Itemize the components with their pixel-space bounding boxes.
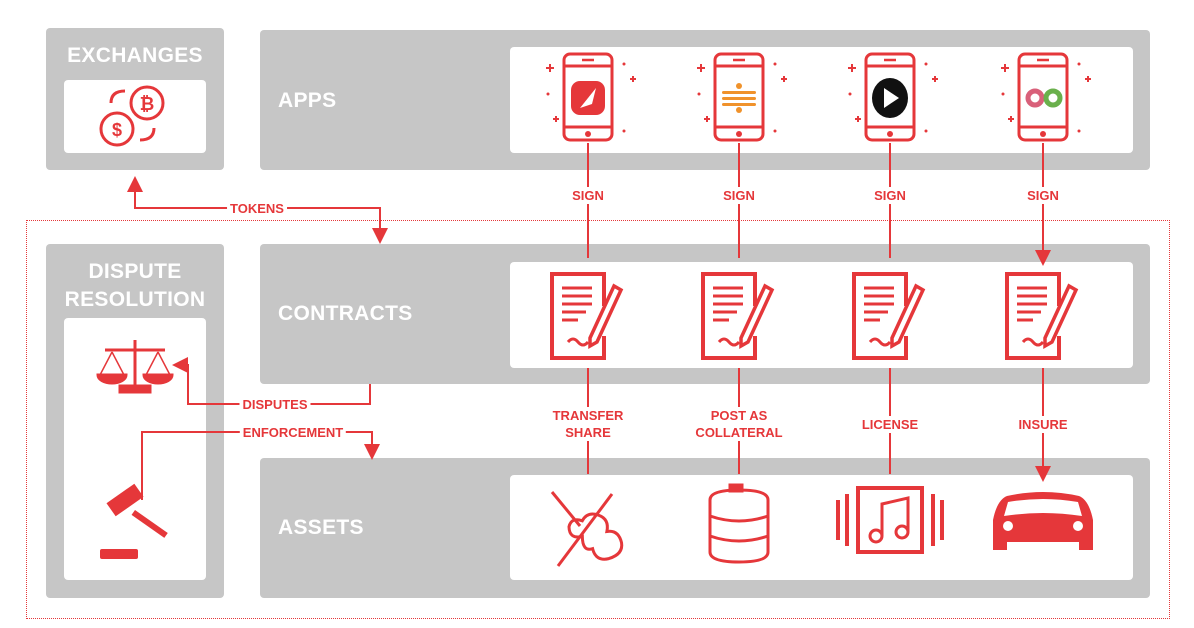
sign-label: SIGN	[569, 187, 607, 204]
tokens-label: TOKENS	[227, 200, 287, 217]
svg-text:$: $	[112, 120, 122, 140]
contracts-card	[510, 262, 1133, 368]
violin-icon	[550, 491, 624, 567]
co-app-icon	[1025, 88, 1063, 108]
car-icon	[993, 492, 1093, 550]
action-label-post-as-collateral: POST AS COLLATERAL	[692, 407, 786, 441]
assets-title: ASSETS	[278, 516, 364, 539]
dispute-title-line1: DISPUTE	[88, 260, 182, 283]
action-line1: POST AS	[710, 408, 768, 423]
gavel-icon	[100, 483, 168, 559]
action-label-license: LICENSE	[858, 416, 922, 433]
sign-label: SIGN	[1024, 187, 1062, 204]
music-album-icon	[836, 486, 944, 554]
scales-icon	[96, 340, 174, 394]
exchanges-title: EXCHANGES	[67, 44, 203, 67]
sign-label: SIGN	[720, 187, 758, 204]
exchange-coins-icon: ₿ $	[99, 85, 165, 147]
contract-icons	[550, 272, 1078, 360]
enforcement-label: ENFORCEMENT	[239, 424, 347, 441]
exchanges-panel: EXCHANGES	[46, 28, 224, 170]
phone-icons	[544, 52, 1093, 142]
platform-boundary	[26, 220, 1170, 619]
oil-barrel-icon	[708, 483, 770, 564]
svg-text:₿: ₿	[140, 94, 155, 114]
action-line1: TRANSFER	[552, 408, 624, 423]
action-line2: COLLATERAL	[695, 425, 783, 440]
contracts-title: CONTRACTS	[278, 302, 413, 325]
orange-network-app-icon	[722, 83, 756, 113]
dispute-title: DISPUTE RESOLUTION	[46, 258, 224, 314]
action-label-transfer-share: TRANSFER SHARE	[549, 407, 627, 441]
action-line2: SHARE	[565, 425, 611, 440]
disputes-label: DISPUTES	[239, 396, 311, 413]
action-label-insure: INSURE	[1015, 416, 1071, 433]
sign-label: SIGN	[871, 187, 909, 204]
dispute-title-line2: RESOLUTION	[64, 288, 206, 311]
apps-title: APPS	[278, 89, 337, 112]
